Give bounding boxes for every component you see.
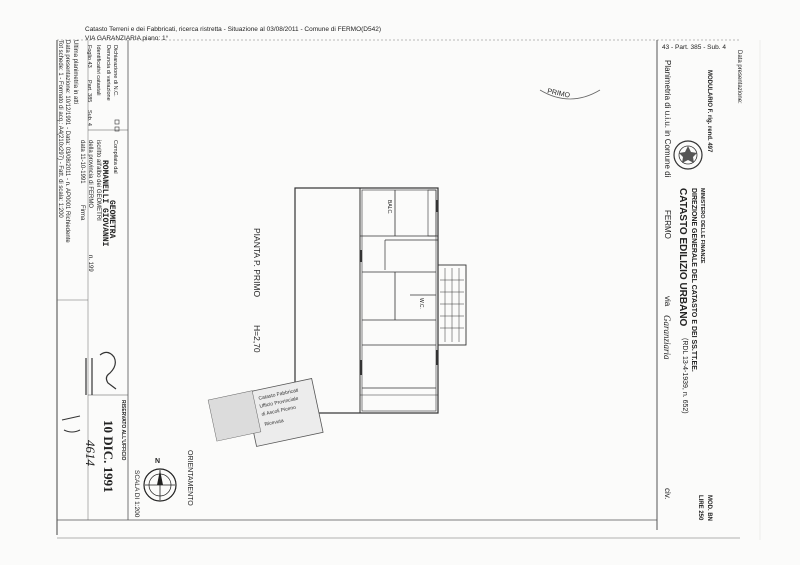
plan-height: H=2,70 — [252, 325, 262, 353]
north-compass-icon — [143, 468, 177, 502]
compiler-firma: Firma — [79, 205, 85, 221]
compiler-label: Compilata dal — [112, 140, 118, 174]
declaration-identificativi: Identificativi catastali — [95, 45, 101, 96]
declaration-title: Dichiarazione di N.C. — [112, 45, 118, 97]
signature-mark — [61, 415, 81, 433]
reserved-number: 4614 — [83, 440, 98, 466]
presentation-date: Data presentazione: — [736, 50, 742, 104]
floor-plan — [294, 187, 467, 414]
compiler-name: ROMANELLI GIOVANNI — [100, 160, 109, 247]
via-label: via — [663, 296, 672, 307]
mod-label: MOD. BN — [706, 495, 712, 521]
registry-line: Catasto Terreni e dei Fabbricati, ricerc… — [85, 26, 382, 33]
compiler-provincia: della provincia di FERMO — [87, 140, 93, 209]
declaration-particella: Part. 385 — [86, 80, 92, 103]
scale-label: SCALA DI 1:200 — [133, 470, 140, 518]
ministry-line1: MINISTERO DELLE FINANZE — [699, 188, 705, 264]
arc-stamp — [539, 89, 601, 100]
planimetry-label: Planimetria di u.i.u. in Comune di — [663, 60, 672, 178]
declaration-subalterno: Sub. 4 — [86, 110, 92, 126]
compiler-date: data 11-10-1991 — [79, 140, 85, 184]
comune-value: FERMO — [663, 210, 672, 239]
checkbox-variazione — [114, 119, 120, 125]
declaration-denuncia: Denuncia di variazione — [105, 45, 111, 101]
bottom-line-1: Data presentazione: 10/12/1991 - Data: 0… — [64, 40, 70, 243]
republic-emblem-icon — [673, 140, 703, 170]
modulo: MODULARIO F. rig. rend. 497 — [706, 70, 712, 153]
reserved-label: RISERVATO ALL'UFFICIO — [120, 400, 126, 461]
room-balcony: BALC. — [386, 200, 392, 215]
plan-outline — [294, 187, 439, 414]
apartment-outline — [359, 187, 439, 414]
signature — [99, 351, 117, 390]
ministry-line3: CATASTO EDILIZIO URBANO — [677, 188, 688, 327]
lire-label: LIRE 250 — [697, 495, 703, 521]
civ-label: civ. — [663, 488, 672, 500]
bottom-line-2: Tot schede: 1 - Formato di acq.: A4(210x… — [57, 40, 63, 218]
compiler-number: n. 199 — [87, 255, 93, 272]
compiler-iscritto: iscritto all'albo dei GEOMETRI — [95, 140, 101, 221]
bottom-line-3: Ultima planimetria in atti — [72, 40, 78, 105]
ministry-ref: (RDL 13-4-1939, n. 652) — [681, 338, 688, 414]
plan-title: PIANTA P. PRIMO — [252, 228, 262, 298]
declaration-foglio: Foglio 43 — [86, 45, 92, 68]
ministry-line2: DIREZIONE GENERALE DEL CATASTO E DEI SS.… — [690, 188, 697, 372]
reserved-date: 10 DIC. 1991 — [101, 420, 116, 493]
address-line: VIA GARANZIARIA piano: 1° — [85, 35, 169, 42]
via-value: Garanziaria — [662, 315, 672, 360]
sheet-ref: 43 - Part. 385 - Sub. 4 — [662, 44, 726, 51]
checkbox-nc — [114, 126, 120, 132]
office-stamp — [207, 378, 324, 447]
north-label: N — [155, 458, 161, 465]
room-wc: W.C. — [418, 298, 424, 309]
staircase — [437, 264, 467, 346]
orientation-label: ORIENTAMENTO — [186, 450, 193, 506]
